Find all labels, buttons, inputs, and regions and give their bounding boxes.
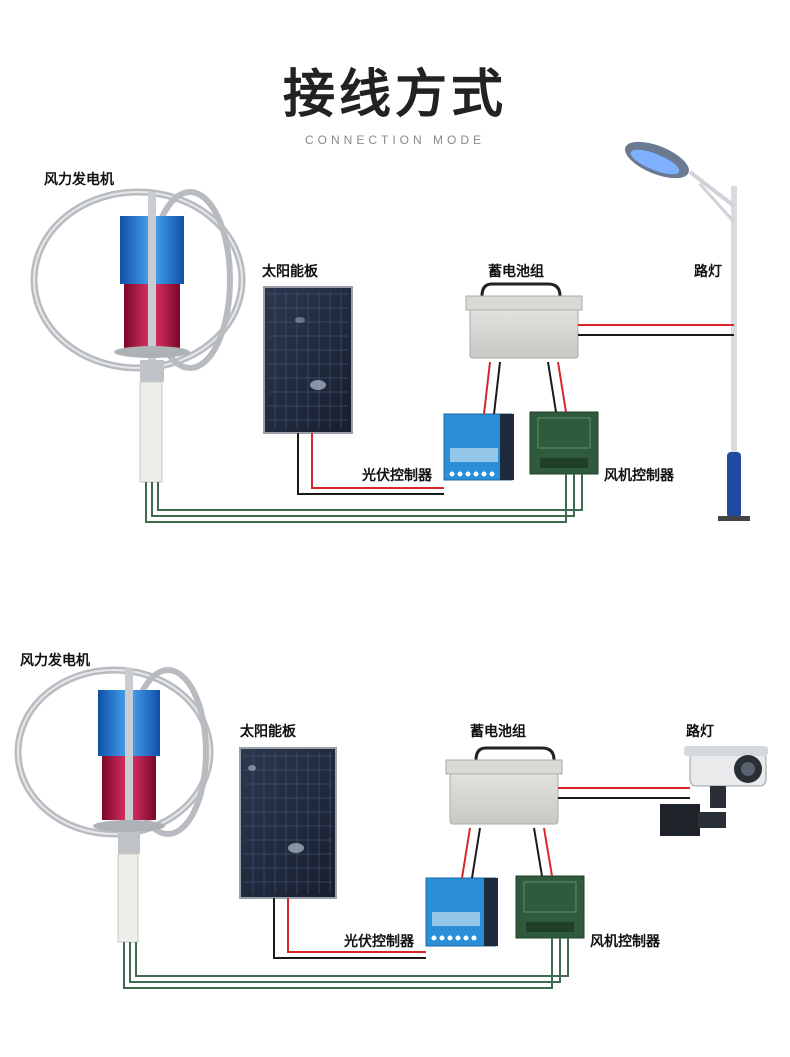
- battery-bank: [465, 282, 583, 359]
- wind-controller-label: 风机控制器: [604, 467, 675, 484]
- page-title: 接线方式: [282, 65, 507, 125]
- wind-turbine: [14, 666, 214, 943]
- battery-label: 蓄电池组: [470, 723, 526, 740]
- wind-turbine-label: 风力发电机: [20, 652, 90, 669]
- wiring: [145, 324, 734, 523]
- solar-panel: [263, 286, 353, 434]
- solar-panel-label: 太阳能板: [240, 723, 297, 740]
- diagram-2: 风力发电机 太阳能板 蓄电池组 路灯 光伏控制器: [14, 652, 768, 989]
- battery-label: 蓄电池组: [488, 263, 544, 280]
- camera-label: 路灯: [686, 723, 714, 740]
- pv-controller: [443, 413, 514, 481]
- wind-controller: [515, 875, 585, 939]
- wiring: [123, 787, 690, 989]
- pv-controller-label: 光伏控制器: [343, 933, 415, 950]
- wind-controller: [529, 411, 599, 475]
- street-lamp: [625, 141, 750, 521]
- security-camera: [660, 746, 768, 836]
- wind-turbine-label: 风力发电机: [44, 171, 114, 188]
- solar-panel: [239, 747, 337, 899]
- page-subtitle: CONNECTION MODE: [305, 133, 485, 147]
- diagram-1: 风力发电机 太阳能板 蓄电池组 路灯 光伏控制器: [30, 141, 750, 523]
- wind-turbine: [30, 188, 246, 483]
- pv-controller-label: 光伏控制器: [361, 467, 433, 484]
- wind-controller-label: 风机控制器: [590, 933, 661, 950]
- street-lamp-label: 路灯: [694, 263, 722, 280]
- solar-panel-label: 太阳能板: [262, 263, 319, 280]
- battery-bank: [445, 746, 563, 825]
- pv-controller: [425, 877, 498, 947]
